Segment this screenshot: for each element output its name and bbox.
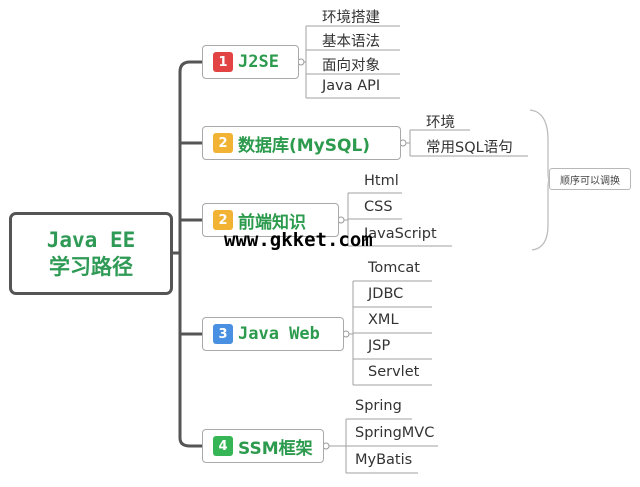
topic-java-web[interactable]: 3 Java Web bbox=[202, 317, 344, 351]
leaf-item[interactable]: 面向对象 bbox=[322, 58, 380, 74]
leaf-item[interactable]: MyBatis bbox=[355, 452, 413, 468]
topic-frontend[interactable]: 2 前端知识 bbox=[202, 203, 339, 237]
number-badge: 4 bbox=[213, 436, 233, 456]
leaf-item[interactable]: Servlet bbox=[368, 364, 420, 380]
topic-label: J2SE bbox=[238, 52, 279, 72]
root-title: Java EE bbox=[46, 227, 136, 252]
topic-label: SSM框架 bbox=[238, 438, 313, 459]
root-node[interactable]: Java EE 学习路径 bbox=[9, 212, 173, 295]
leaf-item[interactable]: JSP bbox=[368, 338, 391, 354]
leaf-item[interactable]: 基本语法 bbox=[322, 34, 380, 50]
leaf-item[interactable]: Tomcat bbox=[368, 260, 420, 276]
leaf-item[interactable]: Html bbox=[364, 173, 399, 189]
topic-j2se[interactable]: 1 J2SE bbox=[202, 45, 299, 79]
leaf-item[interactable]: CSS bbox=[364, 199, 393, 215]
number-badge: 3 bbox=[213, 324, 233, 344]
number-badge: 2 bbox=[213, 133, 233, 153]
topic-label: 前端知识 bbox=[238, 212, 306, 233]
note-box: 顺序可以调换 bbox=[549, 168, 631, 190]
topic-database[interactable]: 2 数据库(MySQL) bbox=[202, 126, 401, 160]
leaf-item[interactable]: 常用SQL语句 bbox=[426, 140, 513, 156]
leaf-item[interactable]: JDBC bbox=[368, 286, 404, 302]
topic-label: Java Web bbox=[238, 324, 320, 344]
leaf-item[interactable]: Spring bbox=[355, 398, 402, 414]
leaf-item[interactable]: XML bbox=[368, 312, 399, 328]
number-badge: 1 bbox=[213, 52, 233, 72]
topic-label: 数据库(MySQL) bbox=[238, 135, 371, 156]
leaf-item[interactable]: JavaScript bbox=[364, 226, 437, 242]
topic-ssm[interactable]: 4 SSM框架 bbox=[202, 429, 324, 463]
leaf-item[interactable]: 环境搭建 bbox=[322, 10, 380, 26]
leaf-item[interactable]: SpringMVC bbox=[355, 425, 435, 441]
watermark: www.gkket.com bbox=[224, 229, 373, 251]
leaf-item[interactable]: 环境 bbox=[426, 115, 455, 131]
number-badge: 2 bbox=[213, 210, 233, 230]
leaf-item[interactable]: Java API bbox=[322, 78, 381, 94]
root-subtitle: 学习路径 bbox=[49, 254, 133, 279]
